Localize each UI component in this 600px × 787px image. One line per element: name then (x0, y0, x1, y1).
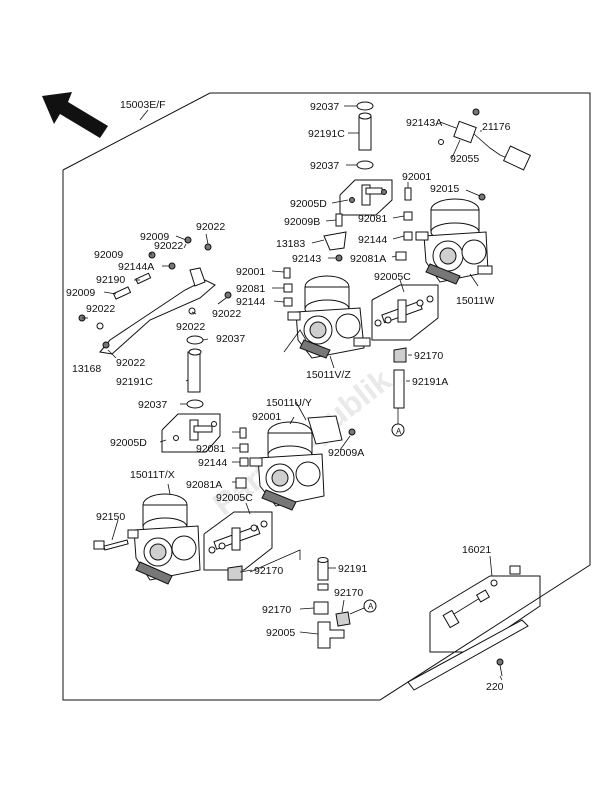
label-220: 220 (486, 681, 504, 693)
label-15003E-F: 15003E/F (120, 99, 166, 111)
label-92081A-middle: 92081A (186, 479, 222, 491)
label-92144-center: 92144 (236, 296, 265, 308)
label-92037-left-second: 92037 (138, 399, 167, 411)
label-15011V-Z: 15011V/Z (306, 369, 351, 381)
label-92005D-left: 92005D (110, 437, 147, 449)
lower-fuel-pipe (203, 511, 273, 581)
label-92143: 92143 (292, 253, 321, 265)
label-15011W: 15011W (456, 295, 494, 307)
label-15011U-Y: 15011U/Y (266, 397, 312, 409)
label-92081-center: 92081 (236, 283, 265, 295)
label-92144-right: 92144 (358, 234, 387, 246)
label-92081-middle: 92081 (196, 443, 225, 455)
label-92143A: 92143A (406, 117, 442, 129)
label-92005D-top: 92005D (290, 198, 327, 210)
label-92009-upper: 92009 (140, 231, 169, 243)
label-92037-second: 92037 (310, 160, 339, 172)
label-92022-upper: 92022 (196, 221, 225, 233)
label-92081A-right: 92081A (350, 253, 386, 265)
label-16021: 16021 (462, 544, 491, 556)
label-92170-lower: 92170 (254, 565, 283, 577)
bolt-92150 (93, 539, 129, 551)
label-92055: 92055 (450, 153, 479, 165)
label-92009-mid: 92009 (94, 249, 123, 261)
label-92001-right: 92001 (402, 171, 431, 183)
label-92037-top: 92037 (310, 101, 339, 113)
carburetor-w (415, 198, 493, 285)
carburetor-v-z (283, 275, 371, 359)
label-92144A: 92144A (118, 261, 154, 273)
label-92022-left: 92022 (86, 303, 115, 315)
label-92170-bottom-right: 92170 (334, 587, 363, 599)
carburetor-u-y (249, 415, 343, 511)
ref-A-lower: A (368, 602, 374, 611)
label-92170-bottom-left: 92170 (262, 604, 291, 616)
label-92170-right: 92170 (414, 350, 443, 362)
label-92005C-right: 92005C (374, 271, 411, 283)
label-92190: 92190 (96, 274, 125, 286)
label-15011T-X: 15011T/X (130, 469, 175, 481)
front-direction-arrow-icon (42, 92, 108, 138)
label-92009B: 92009B (284, 216, 320, 228)
label-92001-middle: 92001 (252, 411, 281, 423)
assembly-frame (62, 92, 591, 701)
label-21176: 21176 (482, 121, 511, 133)
label-92191C-left: 92191C (116, 376, 153, 388)
label-92005: 92005 (266, 627, 295, 639)
label-92144-middle: 92144 (198, 457, 227, 469)
label-92001-center: 92001 (236, 266, 265, 278)
label-92009A: 92009A (328, 447, 364, 459)
left-fuel-fittings (161, 335, 221, 453)
label-92015: 92015 (430, 183, 459, 195)
service-parts (407, 565, 541, 691)
center-left-jets (283, 267, 293, 307)
lower-fittings (249, 549, 377, 649)
label-92022-mid: 92022 (154, 240, 183, 252)
label-13183: 13183 (276, 238, 305, 250)
label-92191: 92191 (338, 563, 367, 575)
part-labels: 15003E/F 92037 92191C 92037 92005D 92009… (66, 99, 511, 693)
label-92022-bottom: 92022 (116, 357, 145, 369)
label-92009-left: 92009 (66, 287, 95, 299)
label-92022-lower: 92022 (176, 321, 205, 333)
label-92081-right: 92081 (358, 213, 387, 225)
middle-jets (235, 427, 356, 489)
label-92150: 92150 (96, 511, 125, 523)
carburetor-t-x (127, 493, 201, 585)
right-jets-screws (371, 187, 486, 437)
label-92191C-top: 92191C (308, 128, 345, 140)
ref-A-right: A (396, 427, 402, 436)
top-fuel-fittings (323, 101, 393, 262)
label-92022-right: 92022 (212, 308, 241, 320)
leader-lines (82, 105, 503, 681)
label-92005C-lower: 92005C (216, 492, 253, 504)
label-92191A: 92191A (412, 376, 448, 388)
choke-linkage (78, 236, 232, 355)
choke-cable (438, 108, 532, 171)
label-92037-left: 92037 (216, 333, 245, 345)
label-13168: 13168 (72, 363, 101, 375)
